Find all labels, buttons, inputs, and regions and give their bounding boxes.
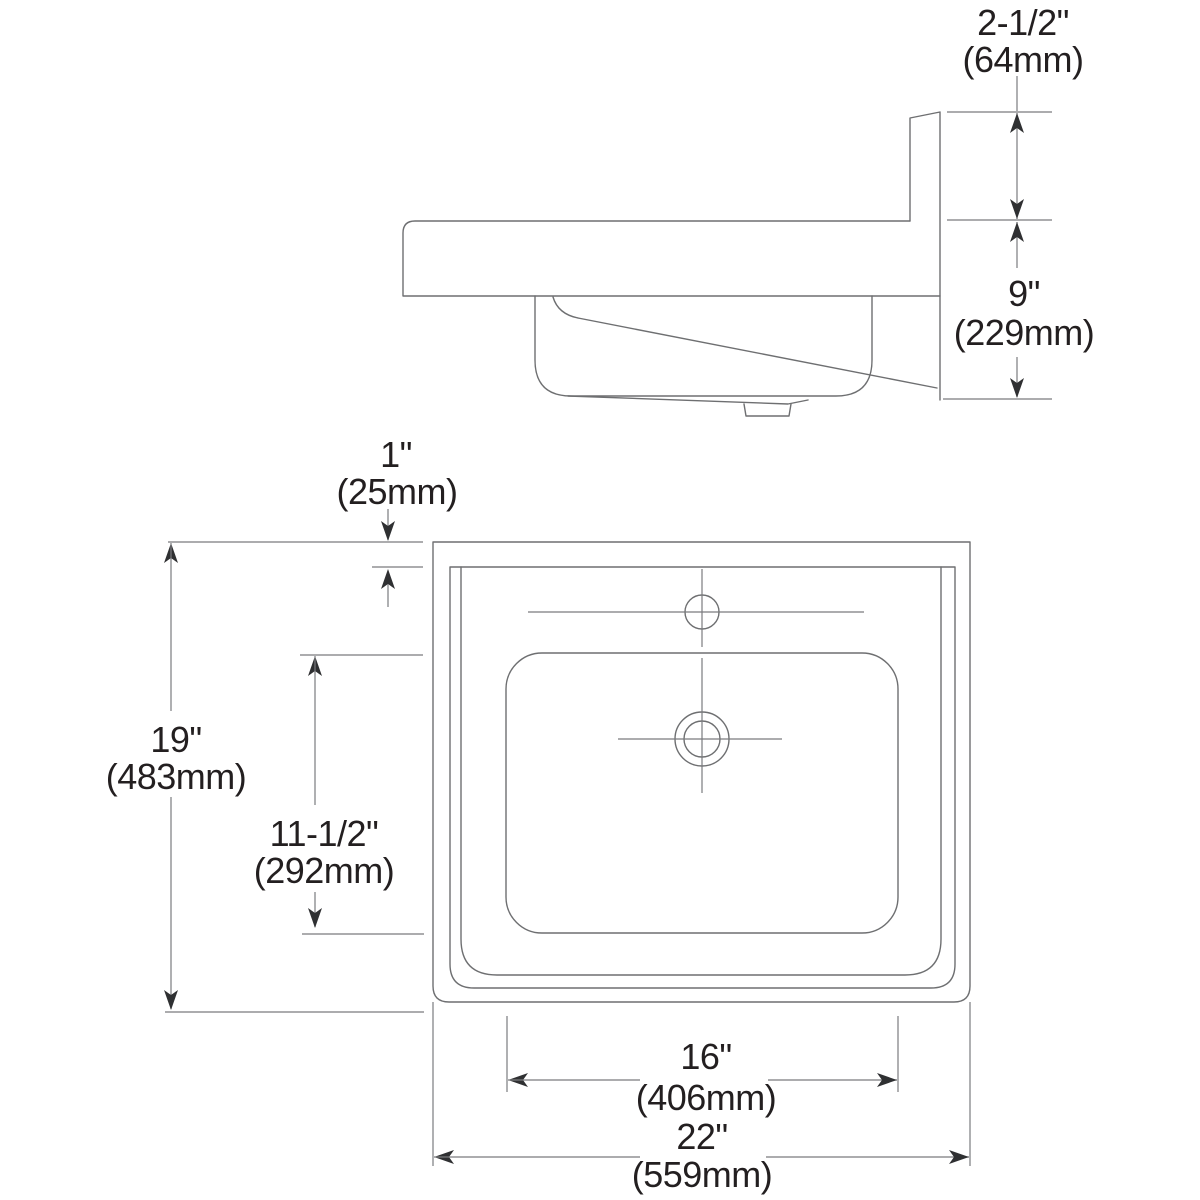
dim-label-rim-inset-in: 1" (380, 434, 412, 475)
dim-label-overall-depth-mm: (483mm) (106, 756, 247, 797)
side-drain-stub (743, 403, 792, 417)
plan-view-dimensions: 1" (25mm) 19" (483mm) 11-1/2" (292mm) (106, 434, 971, 1195)
plan-bowl-outline (505, 652, 899, 934)
dim-label-front-depth-mm: (229mm) (954, 312, 1095, 353)
plan-outer-edge (432, 541, 971, 1003)
side-view-dimensions: 2-1/2" (64mm) 9" (229mm) (943, 2, 1095, 400)
dim-front-depth: 9" (229mm) (943, 222, 1095, 400)
dim-label-bowl-depth-in: 11-1/2" (270, 813, 379, 854)
side-bowl-outline (534, 295, 873, 397)
side-bowl-lip-curve (552, 296, 579, 319)
dim-overall-depth: 19" (483mm) (106, 541, 424, 1013)
dim-label-rim-inset-mm: (25mm) (337, 471, 458, 512)
side-bowl-slope-line (577, 317, 938, 389)
dim-mount-height: 2-1/2" (64mm) (947, 2, 1084, 221)
plan-view (432, 541, 971, 1003)
dim-label-front-depth-in: 9" (1008, 273, 1040, 314)
faucet-hole (528, 569, 864, 647)
side-view (402, 111, 941, 417)
dim-label-mount-height-in: 2-1/2" (977, 2, 1069, 43)
dim-label-overall-width-mm: (559mm) (632, 1154, 773, 1195)
dim-label-bowl-width-mm: (406mm) (636, 1077, 777, 1118)
dim-bowl-width: 16" (406mm) (506, 1016, 899, 1118)
drain-opening (618, 658, 782, 793)
dim-label-overall-width-in: 22" (676, 1116, 727, 1157)
plan-rim-outer-line (449, 566, 956, 989)
side-counter-outline (402, 220, 941, 297)
dim-rim-inset: 1" (25mm) (337, 434, 458, 607)
plan-rim-inner-line (460, 566, 942, 976)
dim-label-mount-height-mm: (64mm) (963, 39, 1084, 80)
dim-bowl-depth: 11-1/2" (292mm) (254, 654, 424, 935)
side-bowl-inner-bottom-line (567, 395, 809, 405)
dim-label-bowl-depth-mm: (292mm) (254, 850, 395, 891)
dim-label-overall-depth-in: 19" (150, 719, 201, 760)
dim-label-bowl-width-in: 16" (680, 1036, 731, 1077)
side-wall-bracket-outline (909, 111, 941, 401)
dim-overall-width: 22" (559mm) (432, 1002, 971, 1195)
